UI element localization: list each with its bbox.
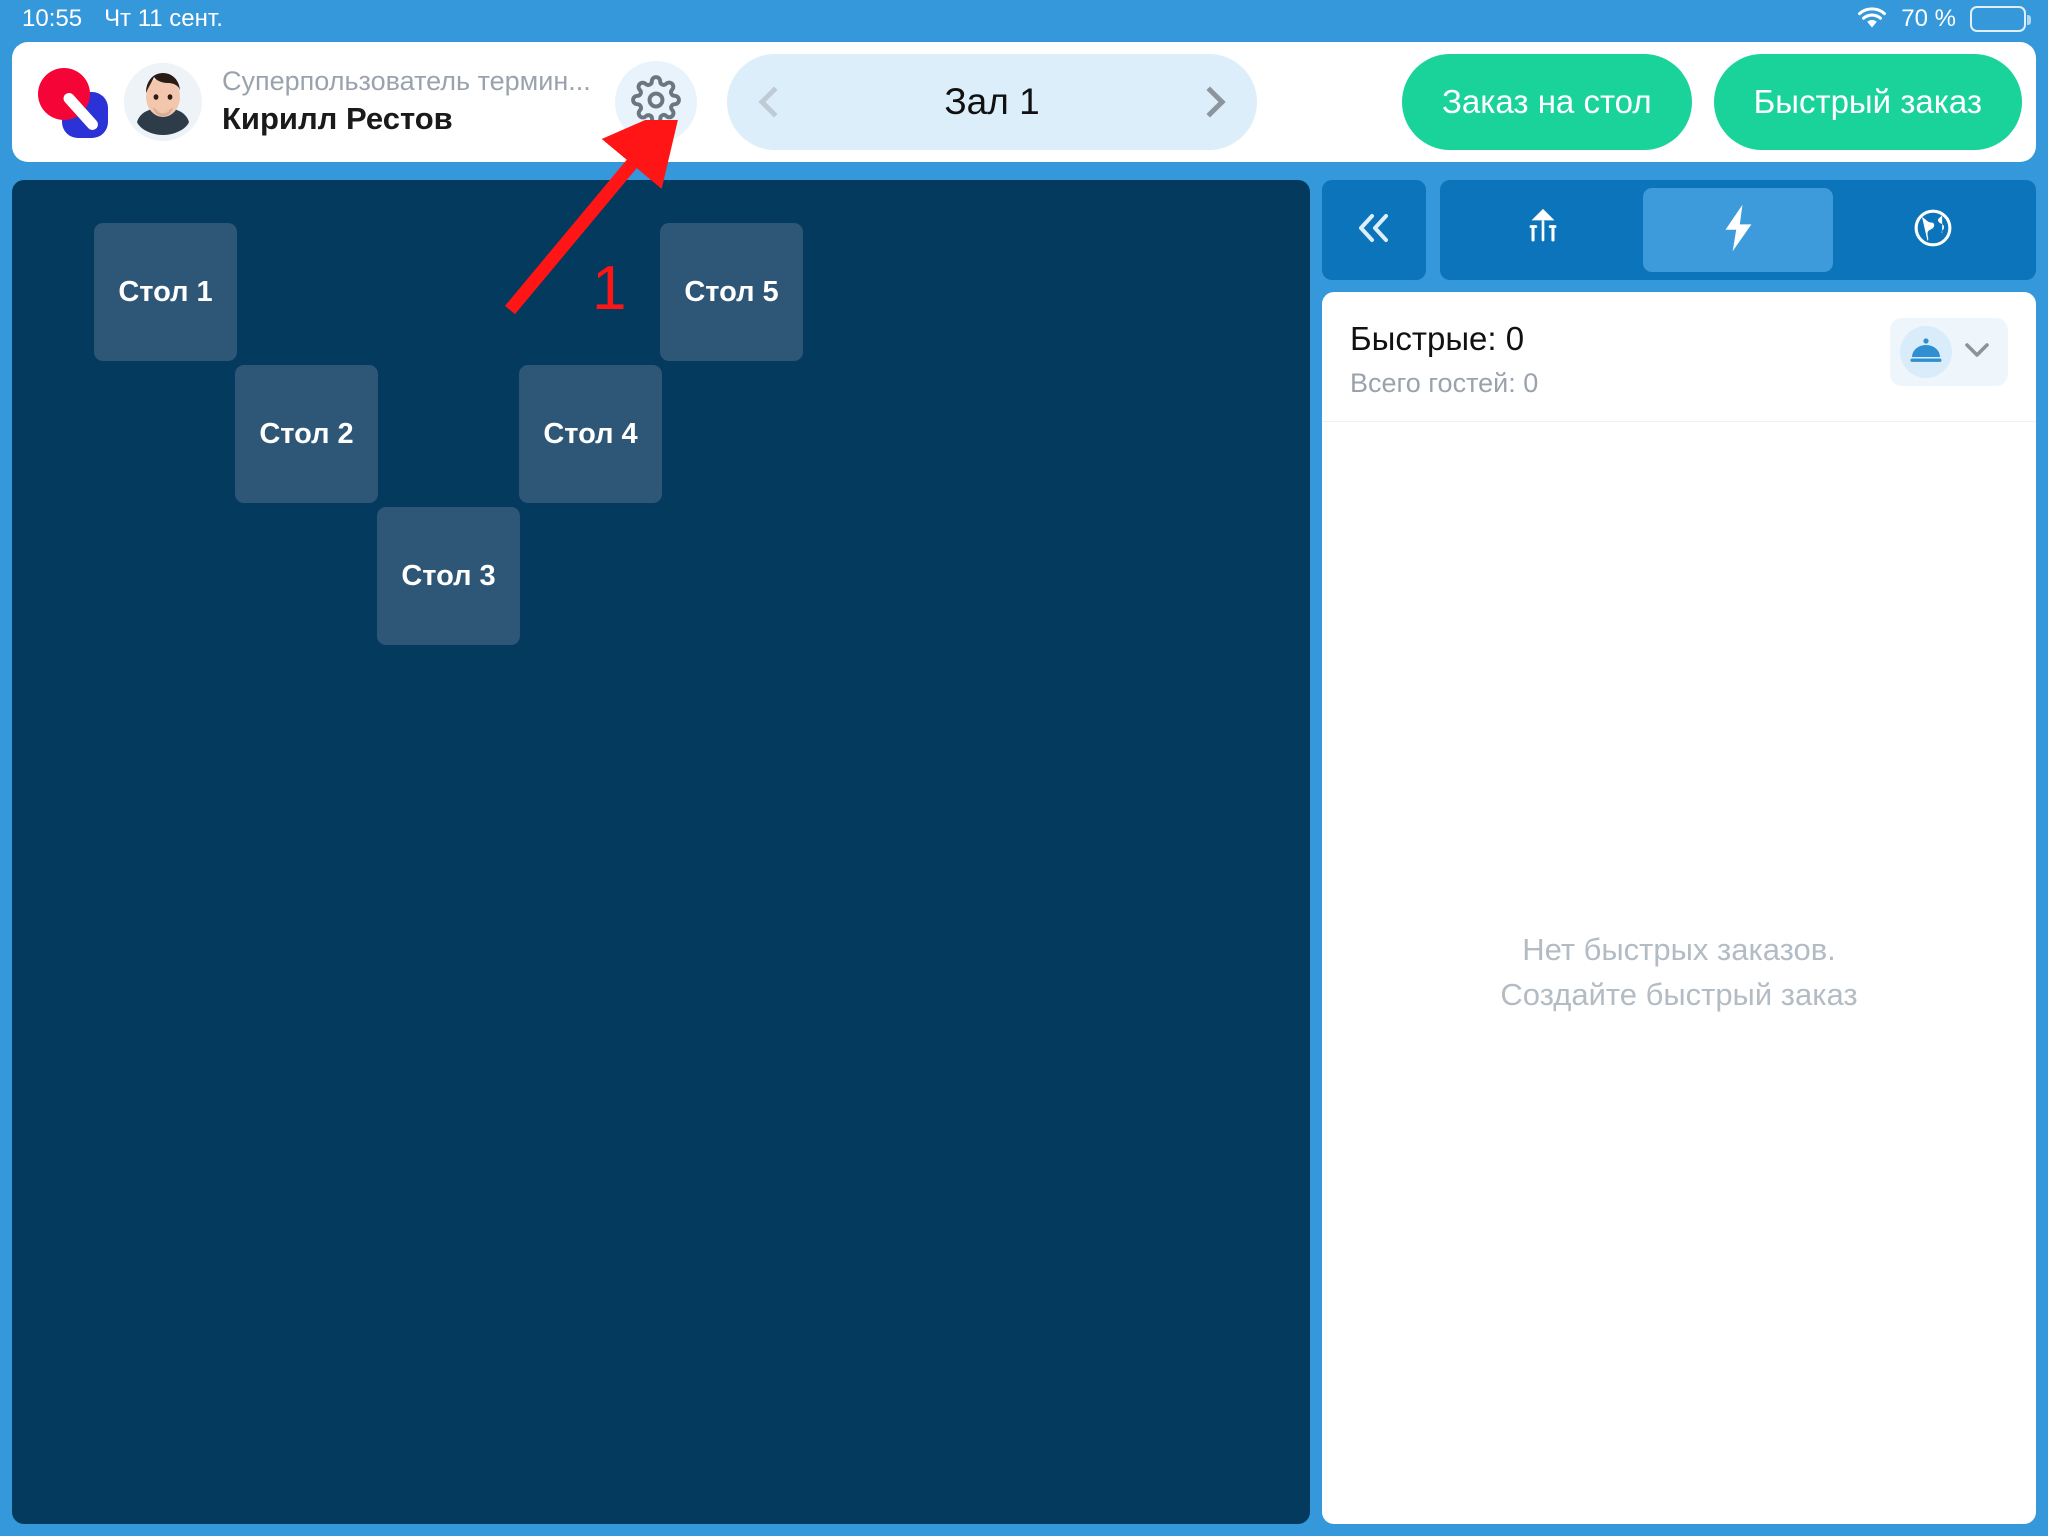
- quick-order-button[interactable]: Быстрый заказ: [1713, 54, 2022, 150]
- globe-icon: [1911, 206, 1955, 255]
- battery-icon: [1970, 6, 2031, 32]
- hall-switcher[interactable]: Зал 1: [727, 54, 1257, 150]
- right-panel: Быстрые: 0 Всего гостей: 0: [1322, 180, 2036, 1524]
- lightning-bolt-icon: [1716, 203, 1760, 258]
- header-actions: Заказ на стол Быстрый заказ: [1401, 54, 2022, 150]
- right-panel-toolbar: [1322, 180, 2036, 280]
- serve-filter-button[interactable]: [1890, 318, 2008, 386]
- table-tile[interactable]: Стол 5: [660, 223, 803, 361]
- status-bar-left: 10:55 Чт 11 сент.: [22, 5, 223, 33]
- cloche-icon: [1900, 326, 1952, 378]
- table-tile[interactable]: Стол 1: [94, 223, 237, 361]
- table-tile[interactable]: Стол 4: [519, 365, 662, 503]
- order-to-table-button[interactable]: Заказ на стол: [1401, 54, 1692, 150]
- double-chevron-left-icon: [1352, 208, 1396, 253]
- tab-quick-orders[interactable]: [1642, 188, 1834, 272]
- wifi-icon: [1857, 7, 1887, 31]
- status-bar: 10:55 Чт 11 сент. 70 %: [0, 0, 2048, 38]
- quick-orders-count: Быстрые: 0: [1350, 320, 1525, 357]
- quick-orders-card: Быстрые: 0 Всего гостей: 0: [1322, 292, 2036, 1524]
- tab-global[interactable]: [1837, 188, 2028, 272]
- tables-umbrella-icon: [1520, 205, 1566, 256]
- table-tile[interactable]: Стол 2: [235, 365, 378, 503]
- chevron-down-icon[interactable]: [1962, 340, 1992, 365]
- table-tile[interactable]: Стол 3: [377, 507, 520, 645]
- empty-state-line-2: Создайте быстрый заказ: [1500, 976, 1858, 1012]
- hall-name: Зал 1: [944, 81, 1040, 122]
- annotation-step-number: 1: [592, 254, 627, 323]
- chevron-right-icon[interactable]: [1194, 86, 1226, 118]
- settings-button[interactable]: [615, 61, 697, 143]
- tab-tables[interactable]: [1448, 188, 1639, 272]
- right-panel-tabs: [1440, 180, 2036, 280]
- chevron-left-icon[interactable]: [758, 86, 790, 118]
- quick-orders-empty-state: Нет быстрых заказов. Создайте быстрый за…: [1322, 422, 2036, 1524]
- user-role: Суперпользователь термин...: [222, 65, 591, 96]
- header-identity: Суперпользователь термин... Кирилл Ресто…: [34, 63, 607, 141]
- status-time: 10:55: [22, 5, 83, 32]
- status-date: Чт 11 сент.: [104, 5, 223, 32]
- collapse-panel-button[interactable]: [1322, 180, 1426, 280]
- quick-orders-header: Быстрые: 0 Всего гостей: 0: [1322, 292, 2036, 422]
- app-header: Суперпользователь термин... Кирилл Ресто…: [12, 42, 2036, 162]
- empty-state-line-1: Нет быстрых заказов.: [1522, 932, 1836, 967]
- floor-plan-canvas[interactable]: Стол 1 Стол 2 Стол 3 Стол 4 Стол 5: [12, 180, 1310, 1524]
- total-guests-count: Всего гостей: 0: [1350, 367, 1539, 398]
- gear-icon: [631, 74, 681, 130]
- battery-percent: 70 %: [1901, 5, 1956, 32]
- user-name: Кирилл Рестов: [222, 101, 453, 137]
- user-info: Суперпользователь термин... Кирилл Ресто…: [222, 65, 607, 140]
- avatar[interactable]: [124, 63, 202, 141]
- app-logo-icon: [34, 64, 110, 140]
- status-bar-right: 70 %: [1857, 5, 2031, 33]
- quick-orders-summary: Быстрые: 0 Всего гостей: 0: [1350, 318, 1890, 399]
